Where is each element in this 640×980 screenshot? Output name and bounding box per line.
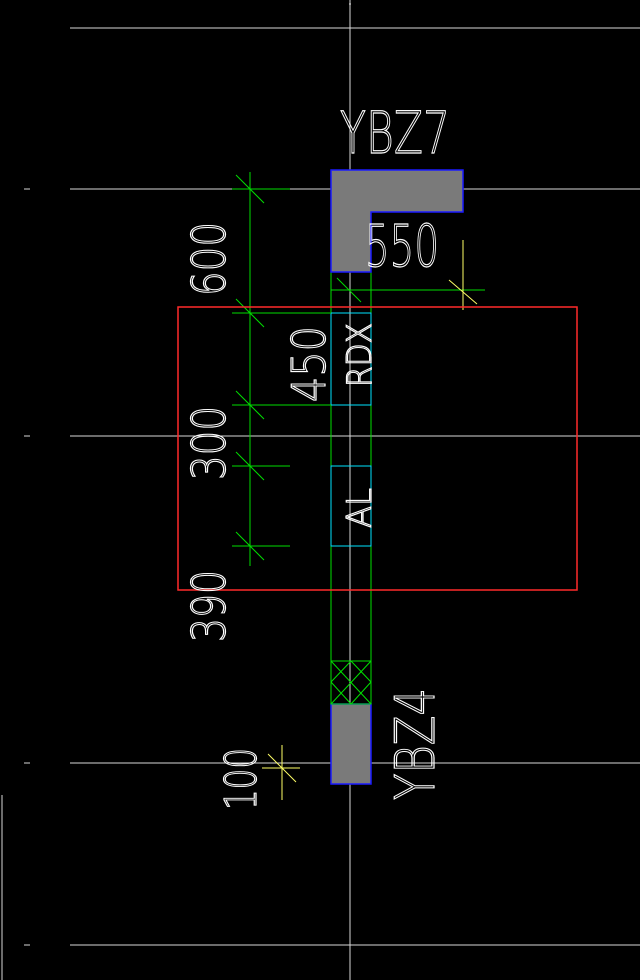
dim-tick [235, 451, 265, 481]
label-ybz4: YBZ4 [384, 688, 447, 800]
label-ybz7: YBZ7 [340, 99, 450, 167]
dim-tick [235, 390, 265, 420]
column-ybz7[interactable] [330, 169, 464, 273]
dimension-wall-top [331, 277, 485, 303]
label-rdx: RDX [340, 323, 380, 387]
label-550: 550 [365, 212, 439, 280]
dim-tick [235, 531, 265, 561]
dim-tick [235, 298, 265, 328]
label-390: 390 [182, 570, 236, 642]
dimension-chain-left [232, 172, 331, 566]
label-al: AL [340, 488, 380, 528]
dimension-550-yellow [448, 240, 478, 310]
hatched-block [330, 660, 372, 705]
wall-openings [330, 312, 372, 547]
dim-tick [235, 174, 265, 204]
column-ybz4[interactable] [330, 703, 372, 785]
selection-box[interactable] [177, 306, 578, 591]
label-300: 300 [182, 406, 236, 480]
dimension-100-yellow [262, 745, 300, 800]
label-450: 450 [282, 326, 336, 402]
label-100: 100 [216, 748, 267, 810]
label-600: 600 [182, 222, 236, 296]
opening-al[interactable] [330, 465, 372, 547]
